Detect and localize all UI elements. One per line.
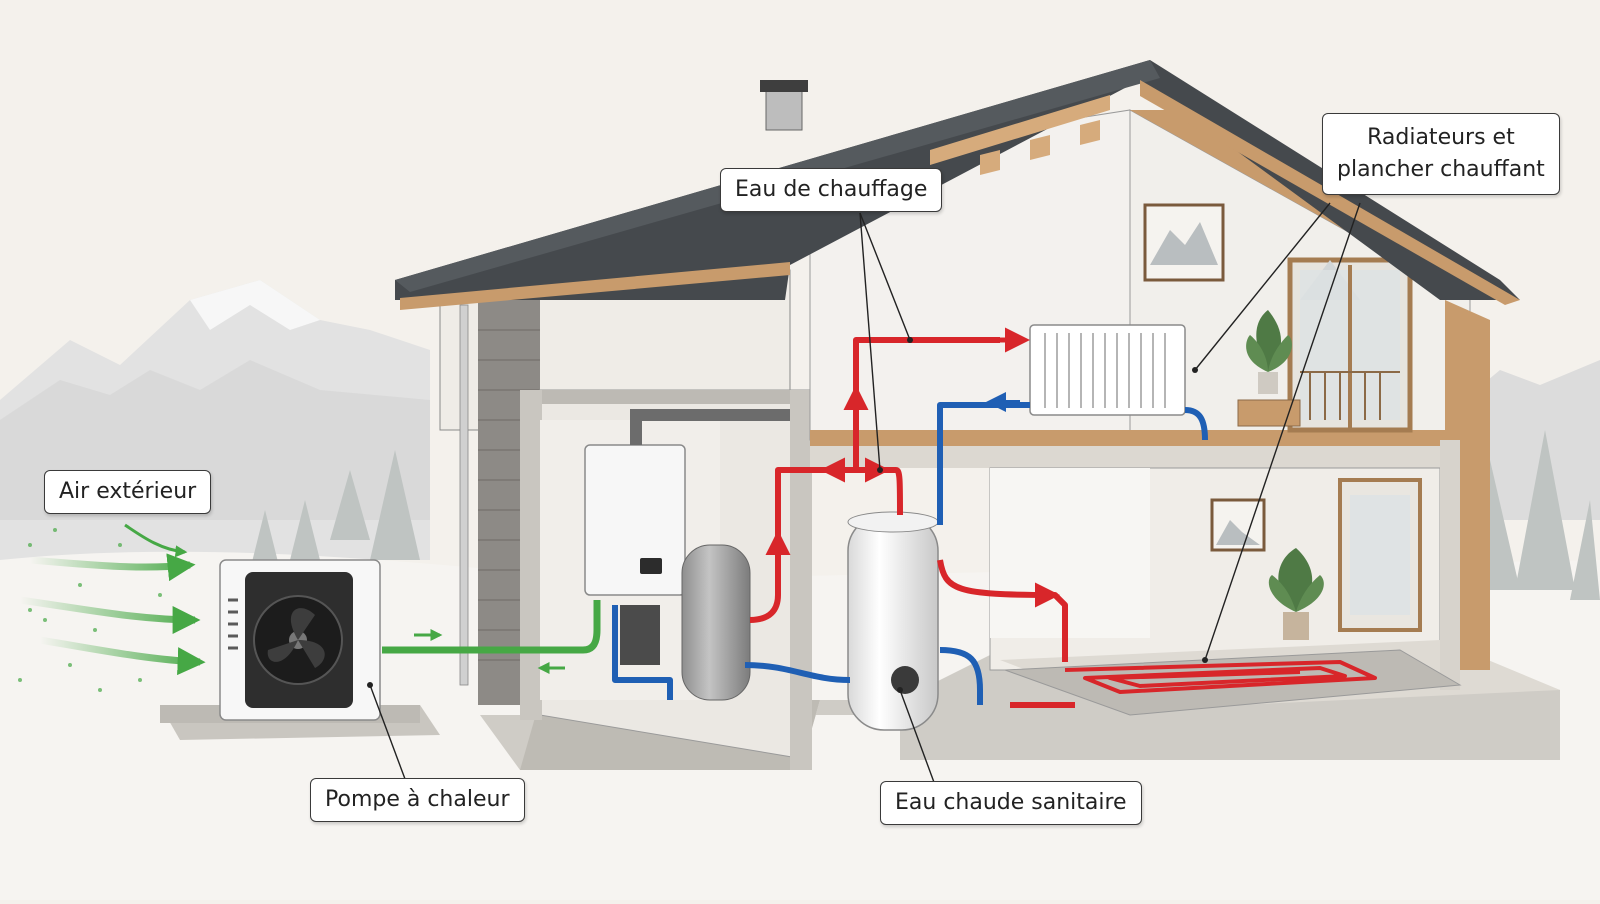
leader-lines	[369, 202, 1361, 788]
label-eau-chaude-sanitaire: Eau chaude sanitaire	[880, 781, 1142, 825]
picture-frame-icon	[1143, 203, 1266, 552]
label-pompe-a-chaleur: Pompe à chaleur	[310, 778, 525, 822]
heat-pump-fan-icon	[219, 559, 381, 721]
label-eau-de-chauffage: Eau de chauffage	[720, 168, 943, 212]
plant-icon	[1237, 310, 1324, 640]
label-radiateurs-plancher: Radiateurs et plancher chauffant	[1322, 113, 1560, 195]
label-air-exterieur: Air extérieur	[44, 470, 212, 514]
underfloor-heating-coil	[1064, 660, 1377, 694]
water-tank-icon	[847, 511, 939, 731]
radiator-icon	[1029, 324, 1186, 416]
cold-water-pipes	[612, 402, 1208, 705]
air-flow	[18, 523, 206, 692]
boiler-icon	[584, 444, 686, 665]
refrigerant-pipe	[382, 600, 601, 654]
